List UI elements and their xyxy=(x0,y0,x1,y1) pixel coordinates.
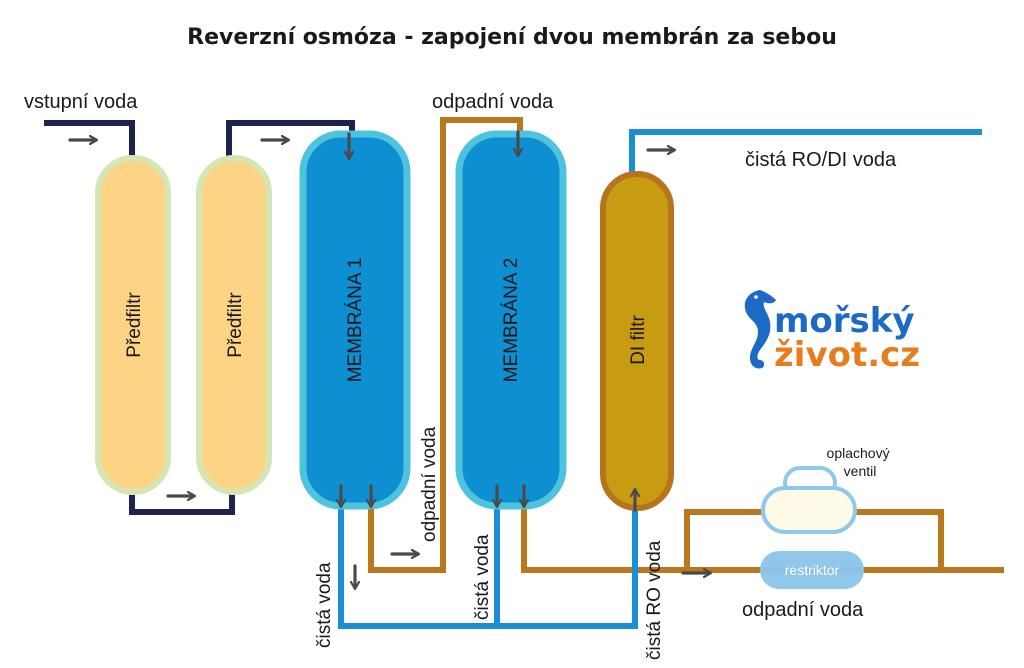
clean-water-2-label: čistá voda xyxy=(472,534,493,620)
diagram-title: Reverzní osmóza - zapojení dvou membrán … xyxy=(187,25,837,50)
logo-line-1: mořský xyxy=(774,301,915,341)
waste-water-top-label: odpadní voda xyxy=(432,91,554,113)
membrane-2: MEMBRÁNA 2 xyxy=(455,130,567,510)
waste-water-vertical-label: odpadní voda xyxy=(419,426,440,542)
clean-water-1-label: čistá voda xyxy=(314,562,335,648)
logo-line-2: život.cz xyxy=(774,335,920,375)
prefilter-2: Předfiltr xyxy=(196,155,272,495)
flow-arrows xyxy=(68,130,710,588)
restrictor-label: restriktor xyxy=(785,562,840,578)
clean-water-pipes xyxy=(338,129,982,629)
prefilter-1: Předfiltr xyxy=(95,155,171,495)
membrane-1-label: MEMBRÁNA 1 xyxy=(345,258,366,383)
restrictor xyxy=(760,551,864,589)
seahorse-icon xyxy=(744,290,776,369)
clean-ro-water-label: čistá RO voda xyxy=(644,540,665,660)
waste-water-bottom-label: odpadní voda xyxy=(742,599,864,621)
prefilter-1-label: Předfiltr xyxy=(124,292,145,358)
logo: mořský život.cz xyxy=(744,290,920,375)
membrane-1: MEMBRÁNA 1 xyxy=(299,130,411,510)
membrane-2-label: MEMBRÁNA 2 xyxy=(501,258,522,383)
flush-valve-label: oplachový ventil xyxy=(827,445,894,479)
prefilter-2-label: Předfiltr xyxy=(225,292,246,358)
input-water-label: vstupní voda xyxy=(24,91,138,113)
pure-rodi-water-label: čistá RO/DI voda xyxy=(745,149,897,171)
flush-valve xyxy=(761,466,857,534)
di-filter: DI filtr xyxy=(600,171,674,511)
di-filter-label: DI filtr xyxy=(628,315,649,365)
